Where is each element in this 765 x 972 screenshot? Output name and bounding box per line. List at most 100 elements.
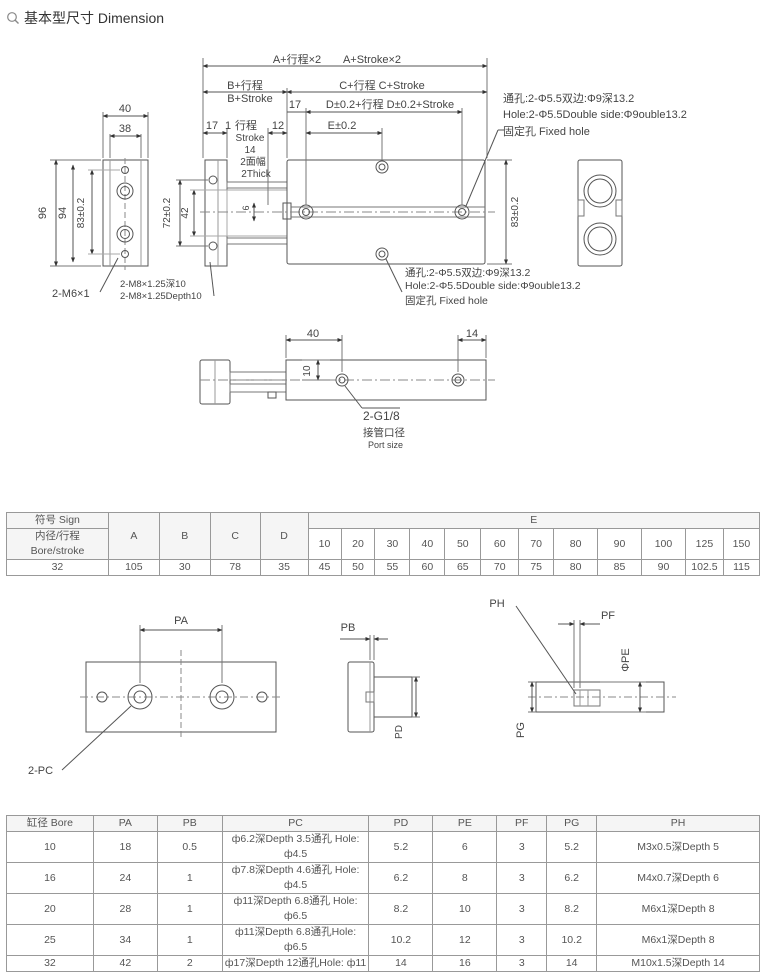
dim-17: 17	[206, 120, 218, 132]
table2-cell: 8	[432, 862, 498, 894]
table1-value: 35	[259, 559, 309, 576]
dim-6: 6	[241, 205, 251, 210]
table1-e-value: 65	[444, 559, 482, 576]
dim-96: 96	[37, 207, 49, 219]
table2-cell: 3	[496, 862, 548, 894]
table1-e-stroke: 80	[553, 528, 599, 560]
label-m8-en: 2-M8×1.25Depth10	[120, 291, 202, 302]
magnifier-icon	[7, 12, 19, 24]
dim-a-stroke-cn: A+行程×2	[273, 53, 321, 66]
table2-cell: 5.2	[546, 831, 598, 863]
table2-cell: 10	[432, 893, 498, 925]
ph-view	[515, 605, 676, 713]
label-pc: 2-PC	[28, 765, 53, 777]
table1-value: 78	[209, 559, 261, 576]
table1-value: 30	[158, 559, 211, 576]
table2-cell: 3	[496, 831, 548, 863]
table2-cell: 34	[92, 924, 158, 956]
label-pg: PG	[515, 722, 527, 738]
dim-38: 38	[119, 123, 131, 135]
table2-cell: 14	[368, 955, 434, 972]
table2-cell: M4x0.7深Depth 6	[596, 862, 760, 894]
table-row: 10 18 0.5 ф6.2深Depth 3.5通孔 Hole: ф4.5 5.…	[6, 831, 760, 863]
table1-col-a: A	[107, 512, 160, 560]
table1-e-stroke: 150	[722, 528, 761, 560]
label-pb: PB	[341, 622, 356, 634]
table2-cell: 28	[92, 893, 158, 925]
table2-cell: 6	[432, 831, 498, 863]
table1-e-stroke: 40	[409, 528, 446, 560]
table2-cell: 5.2	[368, 831, 434, 863]
section-header: 基本型尺寸 Dimension	[6, 8, 164, 28]
table1-e-stroke: 20	[340, 528, 376, 560]
label-m8-cn: 2-M8×1.25深10	[120, 279, 186, 290]
label-fixed-bot: 固定孔 Fixed hole	[405, 294, 488, 307]
table1-col-c: C	[209, 512, 261, 560]
plate-view	[61, 625, 282, 771]
label-m6: 2-M6×1	[52, 288, 90, 300]
side-dim-10: 10	[302, 365, 313, 377]
table2-cell: 10.2	[546, 924, 598, 956]
label-pe: ΦPE	[620, 648, 632, 671]
table1-bore: 32	[6, 559, 109, 576]
table-row: 20 28 1 ф11深Depth 6.8通孔 Hole: ф6.5 8.2 1…	[6, 893, 760, 925]
table1-e-value: 115	[722, 559, 761, 576]
table2-cell: 1	[156, 862, 223, 894]
label-fixed-top: 固定孔 Fixed hole	[503, 124, 590, 138]
table1-e-stroke: 10	[307, 528, 342, 560]
table1-e-value: 102.5	[684, 559, 724, 576]
table-row: 32 42 2 ф17深Depth 12通孔Hole: ф11 14 16 3 …	[6, 955, 760, 972]
section-title: 基本型尺寸 Dimension	[24, 10, 165, 26]
dim-a-stroke-en: A+Stroke×2	[343, 54, 401, 66]
table2-cell: 24	[92, 862, 158, 894]
table2-cell: 6.2	[368, 862, 434, 894]
label-pd: PD	[394, 725, 405, 739]
dim-1: 1	[225, 120, 231, 132]
table2-cell: 32	[6, 955, 94, 972]
table2-header: PH	[596, 815, 760, 832]
dimension-table-p: 缸径 Bore PA PB PC PD PE PF PG PH 10 18 0.…	[6, 815, 760, 972]
dim-14: 14	[244, 145, 256, 156]
table2-cell: 16	[432, 955, 498, 972]
table2-cell: 6.2	[546, 862, 598, 894]
dim-b-stroke-en: B+Stroke	[227, 93, 273, 105]
table2-header: PF	[496, 815, 548, 832]
table2-header: 缸径 Bore	[6, 815, 94, 832]
table1-col-e: E	[307, 512, 761, 529]
side-dim-40: 40	[307, 328, 319, 340]
dim-83-left: 83±0.2	[76, 197, 87, 228]
dimension-drawings: 40 38 96 94 83±0.2 2-M6×1	[28, 53, 687, 777]
table2-cell: 0.5	[156, 831, 223, 863]
table1-bore-header: 内径/行程 Bore/stroke	[6, 528, 109, 560]
table2-cell: 3	[496, 924, 548, 956]
table2-cell: M6x1深Depth 8	[596, 924, 760, 956]
table1-e-stroke: 50	[444, 528, 482, 560]
table1-e-value: 85	[597, 559, 642, 576]
table2-cell: 2	[156, 955, 223, 972]
table2-cell: 14	[546, 955, 598, 972]
table1-e-value: 60	[409, 559, 446, 576]
table2-cell: 16	[6, 862, 94, 894]
side-view	[199, 335, 495, 409]
table2-cell: 1	[156, 893, 223, 925]
label-hole-bot-en: Hole:2-Φ5.5Double side:Φ9ouble13.2	[405, 280, 581, 292]
table2-cell: 42	[92, 955, 158, 972]
dim-42: 42	[180, 207, 191, 219]
dim-face-width-en: 2Thick	[241, 169, 271, 180]
end-view-right	[577, 159, 623, 267]
table2-cell: ф17深Depth 12通孔Hole: ф11	[221, 955, 370, 972]
table2-cell: M6x1深Depth 8	[596, 893, 760, 925]
table1-e-value: 45	[307, 559, 342, 576]
table1-e-stroke: 60	[480, 528, 520, 560]
label-ph: PH	[489, 598, 504, 610]
table2-cell: ф7.8深Depth 4.6通孔 Hole: ф4.5	[221, 862, 370, 894]
label-port-cn: 接管口径	[363, 426, 405, 439]
table1-sign-header: 符号 Sign	[6, 512, 109, 529]
table1-e-stroke: 30	[374, 528, 411, 560]
dim-d-stroke: D±0.2+行程 D±0.2+Stroke	[326, 98, 454, 111]
table1-e-stroke: 125	[684, 528, 724, 560]
table1-e-stroke: 100	[640, 528, 686, 560]
table2-cell: ф11深Depth 6.8通孔 Hole: ф6.5	[221, 893, 370, 925]
table1-e-stroke: 70	[518, 528, 555, 560]
table1-value: 105	[107, 559, 160, 576]
